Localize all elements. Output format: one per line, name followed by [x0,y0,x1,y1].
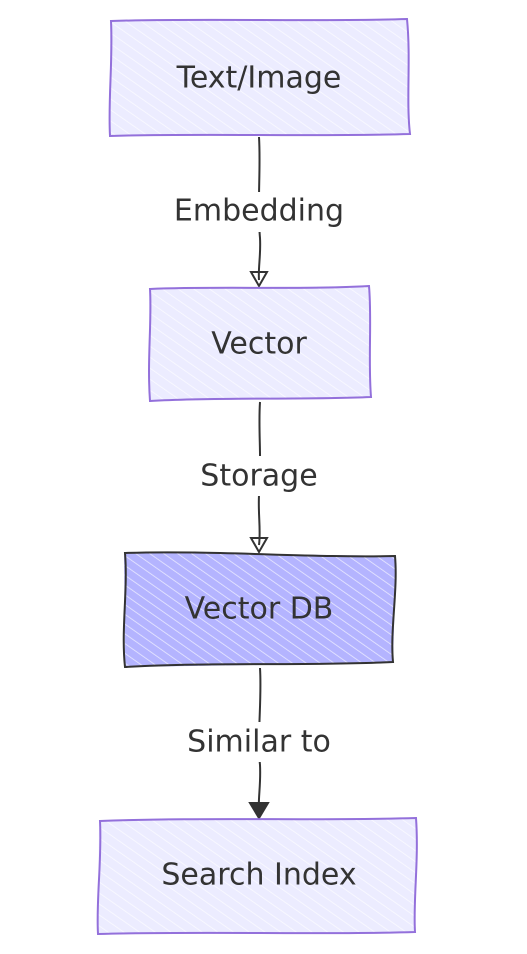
arrow-head-icon [249,537,269,555]
node-label: Text/Image [176,61,342,96]
node-text-image[interactable]: Text/Image [108,17,412,138]
edge-label-similar-to: Similar to [187,725,331,760]
node-label: Vector [211,327,307,362]
edge-label-embedding: Embedding [174,194,344,229]
arrow-head-icon [249,271,269,289]
arrow-head-icon [248,802,270,820]
node-label: Search Index [161,858,356,893]
node-vector-db[interactable]: Vector DB [122,551,397,669]
node-vector[interactable]: Vector [148,284,373,403]
edge-embedding: Embedding [170,136,348,289]
node-label: Vector DB [185,592,334,627]
edge-line [257,136,262,281]
edge-label-storage: Storage [200,459,317,494]
edge-storage: Storage [198,401,322,555]
edge-line [257,667,262,811]
node-search-index[interactable]: Search Index [96,816,418,936]
edge-similar-to: Similar to [180,667,338,820]
